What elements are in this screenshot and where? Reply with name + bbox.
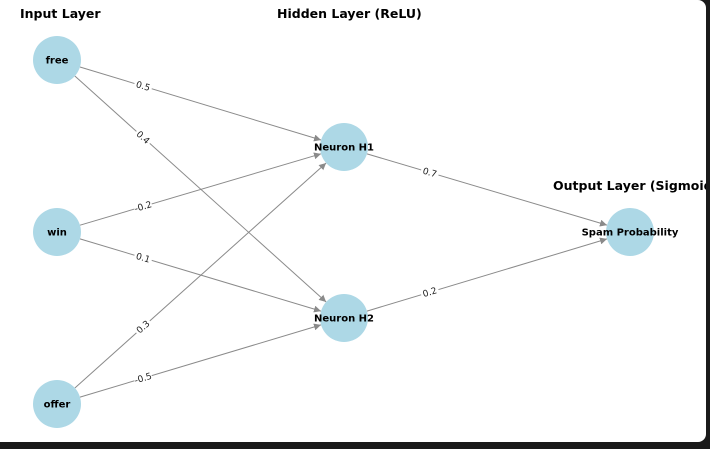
edge-h1-out: [366, 153, 608, 227]
node-out: [606, 208, 654, 256]
edge-weight-h2-out: 0.2: [422, 286, 439, 300]
edge-weight-offer-h2: -0.5: [134, 372, 154, 387]
edge-win-h1: [79, 152, 322, 226]
node-h2: [320, 294, 368, 342]
edge-h2-out: [366, 237, 608, 312]
edge-label-bg: [132, 369, 154, 386]
edge-label-bg: [419, 283, 440, 300]
edge-label-bg: [133, 126, 154, 148]
output-layer-title: Output Layer (Sigmoid): [553, 178, 706, 193]
nodes-group: free win offer Neuron H1 Neuron H2 Spam Proba…: [33, 36, 679, 428]
edge-offer-h2: [79, 323, 322, 398]
node-label-free: free: [46, 56, 69, 67]
edge-label-bg: [132, 316, 154, 337]
edge-weight-win-h1: -0.2: [134, 200, 154, 215]
edge-label-bg: [419, 164, 441, 180]
hidden-layer-title: Hidden Layer (ReLU): [277, 6, 422, 21]
node-label-offer: offer: [44, 400, 71, 411]
input-layer-title: Input Layer: [20, 6, 101, 21]
node-offer: [33, 380, 81, 428]
node-win: [33, 208, 81, 256]
edge-label-bg: [133, 77, 154, 94]
node-label-out: Spam Probability: [582, 228, 679, 239]
node-h1: [320, 123, 368, 171]
edges-group: 0.50.4-0.20.10.3-0.50.70.2: [74, 66, 608, 398]
node-label-win: win: [47, 228, 67, 239]
edge-label-bg: [133, 249, 154, 266]
edge-weight-h1-out: 0.7: [421, 167, 438, 181]
edge-label-bg: [132, 198, 154, 214]
node-label-h1: Neuron H1: [314, 143, 374, 154]
edge-weight-free-h1: 0.5: [135, 80, 152, 94]
edge-offer-h1: [74, 162, 327, 389]
network-diagram: 0.50.4-0.20.10.3-0.50.70.2 freewinofferN…: [20, 6, 706, 428]
edge-free-h1: [79, 66, 322, 142]
edge-weight-win-h2: 0.1: [135, 252, 152, 266]
node-free: [33, 36, 81, 84]
node-label-h2: Neuron H2: [314, 314, 374, 325]
